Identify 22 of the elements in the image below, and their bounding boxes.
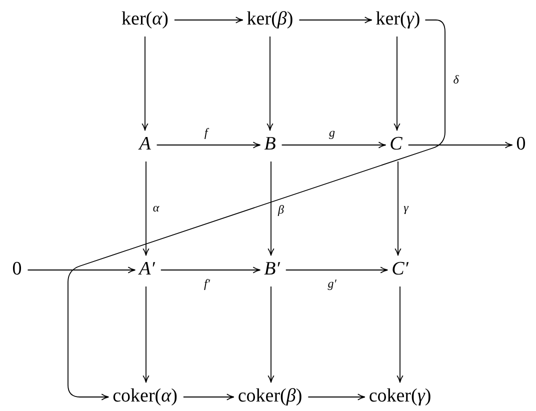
math-object: A′ (139, 260, 155, 280)
edge-label: g (329, 126, 335, 140)
math-object: coker(α) (112, 386, 178, 408)
math-object: B′ (264, 260, 280, 280)
edge-label: f (204, 126, 208, 140)
math-object: 0 (12, 260, 22, 280)
edge-label: γ (404, 201, 408, 215)
edge-label: β (278, 203, 284, 217)
edge-label: f′ (204, 277, 210, 291)
edge-label: δ (453, 73, 459, 87)
math-object: 0 (516, 134, 526, 156)
math-object: ker(α) (122, 10, 168, 30)
math-object: coker(γ) (368, 386, 432, 408)
math-object: C′ (392, 260, 408, 280)
edge-label: α (152, 201, 160, 215)
math-object: coker(β) (238, 386, 302, 408)
math-object: A (139, 134, 151, 156)
math-object: C (390, 134, 402, 156)
math-object: ker(γ) (376, 10, 420, 30)
edge-label: g′ (328, 277, 336, 291)
math-object: B (264, 134, 276, 156)
math-object: ker(β) (246, 10, 294, 30)
